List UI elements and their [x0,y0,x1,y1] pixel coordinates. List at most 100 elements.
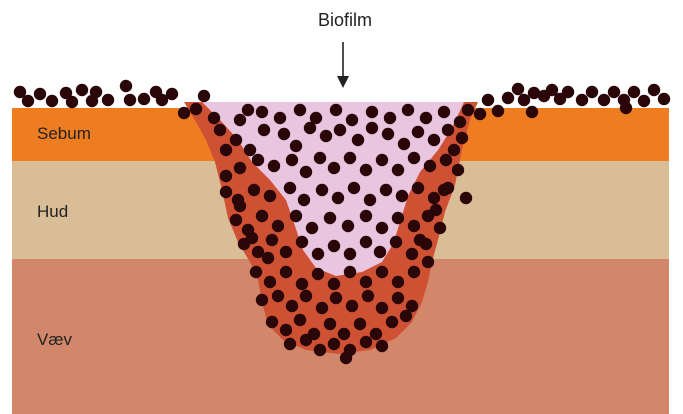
bacterium-dot-icon [448,144,460,156]
bacterium-dot-icon [392,292,404,304]
bacterium-dot-icon [428,192,440,204]
bacterium-dot-icon [408,220,420,232]
bacterium-dot-icon [526,106,538,118]
bacterium-dot-icon [328,162,340,174]
bacterium-dot-icon [324,318,336,330]
bacterium-dot-icon [354,318,366,330]
bacterium-dot-icon [428,134,440,146]
bacterium-dot-icon [124,94,136,106]
bacterium-dot-icon [178,107,190,119]
bacterium-dot-icon [314,152,326,164]
bacterium-dot-icon [274,112,286,124]
bacterium-dot-icon [412,126,424,138]
bacterium-dot-icon [250,266,262,278]
bacterium-dot-icon [230,134,242,146]
bacterium-dot-icon [22,95,34,107]
bacterium-dot-icon [258,124,270,136]
bacterium-dot-icon [360,336,372,348]
bacterium-dot-icon [438,184,450,196]
bacterium-dot-icon [234,162,246,174]
bacterium-dot-icon [286,154,298,166]
bacterium-dot-icon [406,248,418,260]
bacterium-dot-icon [440,154,452,166]
bacterium-dot-icon [360,236,372,248]
bacterium-dot-icon [414,234,426,246]
vaev-label: Væv [37,330,72,350]
bacterium-dot-icon [280,324,292,336]
bacterium-dot-icon [454,116,466,128]
bacterium-dot-icon [294,104,306,116]
bacterium-dot-icon [346,300,358,312]
bacterium-dot-icon [638,95,650,107]
bacterium-dot-icon [266,234,278,246]
bacterium-dot-icon [90,86,102,98]
bacterium-dot-icon [434,222,446,234]
bacterium-dot-icon [376,302,388,314]
bacterium-dot-icon [294,314,306,326]
bacterium-dot-icon [138,93,150,105]
bacterium-dot-icon [330,104,342,116]
bacterium-dot-icon [430,204,442,216]
bacterium-dot-icon [392,164,404,176]
bacterium-dot-icon [298,194,310,206]
bacterium-dot-icon [208,112,220,124]
bacterium-dot-icon [256,106,268,118]
bacterium-dot-icon [338,328,350,340]
bacterium-dot-icon [304,122,316,134]
bacterium-dot-icon [422,256,434,268]
bacterium-dot-icon [312,268,324,280]
bacterium-dot-icon [328,278,340,290]
bacterium-dot-icon [280,246,292,258]
bacterium-dot-icon [562,86,574,98]
bacterium-dot-icon [344,266,356,278]
bacterium-dot-icon [502,92,514,104]
bacterium-dot-icon [46,95,58,107]
bacterium-dot-icon [264,190,276,202]
bacterium-dot-icon [392,212,404,224]
bacterium-dot-icon [376,340,388,352]
bacterium-dot-icon [658,93,670,105]
bacterium-dot-icon [220,144,232,156]
bacterium-dot-icon [366,106,378,118]
bacterium-dot-icon [272,290,284,302]
bacterium-dot-icon [296,278,308,290]
bacterium-dot-icon [456,132,468,144]
bacterium-dot-icon [246,232,258,244]
bacterium-dot-icon [332,192,344,204]
bacterium-dot-icon [482,94,494,106]
bacterium-dot-icon [248,184,260,196]
bacterium-dot-icon [266,316,278,328]
bacterium-dot-icon [408,266,420,278]
bacterium-dot-icon [438,106,450,118]
bacterium-dot-icon [328,338,340,350]
bacterium-dot-icon [286,300,298,312]
bacterium-dot-icon [420,112,432,124]
bacterium-dot-icon [296,236,308,248]
bacterium-dot-icon [290,140,302,152]
bacterium-dot-icon [400,310,412,322]
bacterium-dot-icon [628,86,640,98]
bacterium-dot-icon [66,96,78,108]
bacterium-dot-icon [352,134,364,146]
bacterium-dot-icon [398,138,410,150]
bacterium-dot-icon [412,182,424,194]
bacterium-dot-icon [360,210,372,222]
bacterium-dot-icon [262,252,274,264]
bacterium-dot-icon [460,192,472,204]
bacterium-dot-icon [366,122,378,134]
bacterium-dot-icon [344,248,356,260]
bacterium-dot-icon [230,214,242,226]
bacterium-dot-icon [220,186,232,198]
bacterium-dot-icon [424,160,436,172]
bacterium-dot-icon [376,222,388,234]
bacterium-dot-icon [462,104,474,116]
bacterium-dot-icon [384,112,396,124]
bacterium-dot-icon [256,210,268,222]
bacterium-dot-icon [340,352,352,364]
bacterium-dot-icon [300,334,312,346]
bacterium-dot-icon [492,105,504,117]
bacterium-dot-icon [268,160,280,172]
bacterium-dot-icon [620,102,632,114]
bacterium-dot-icon [342,220,354,232]
